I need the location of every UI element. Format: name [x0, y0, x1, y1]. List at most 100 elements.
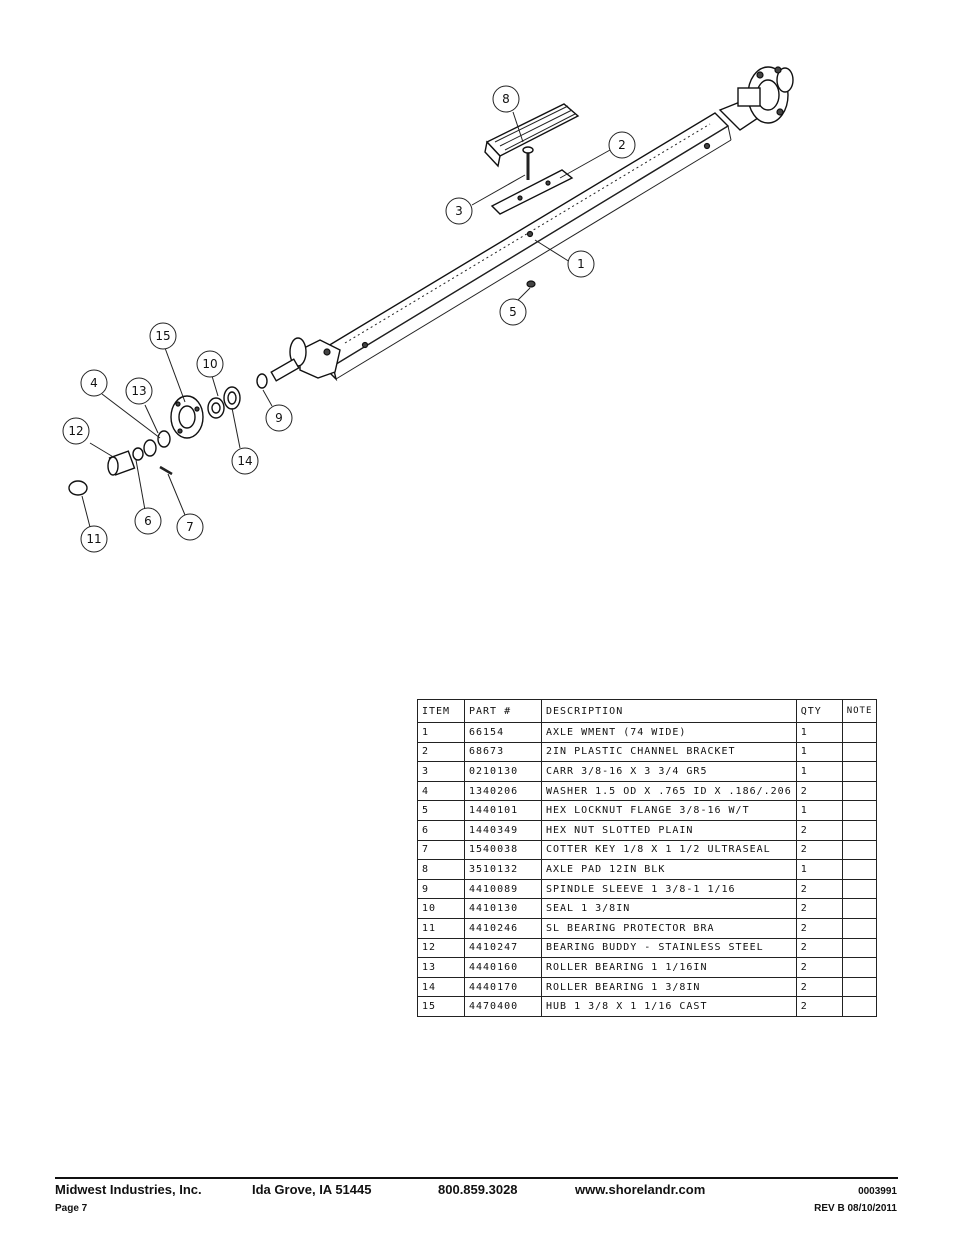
- cell-qty: 2: [795, 780, 843, 802]
- cell-part-number: 1440349: [464, 819, 542, 841]
- axle-tube: [316, 112, 732, 382]
- cell-description: COTTER KEY 1/8 X 1 1/2 ULTRASEAL: [541, 839, 797, 861]
- cell-qty: 2: [795, 819, 843, 841]
- cell-note: [841, 976, 878, 998]
- callout-9: 9: [265, 404, 293, 432]
- cell-note: [841, 898, 878, 919]
- cell-item: 11: [417, 917, 465, 939]
- callout-15: 15: [149, 322, 177, 350]
- callout-11: 11: [80, 525, 108, 553]
- cell-part-number: 0210130: [464, 761, 542, 782]
- channel-bracket: [490, 169, 574, 215]
- cell-description: AXLE PAD 12IN BLK: [541, 859, 797, 880]
- left-hub-parts: [68, 373, 268, 496]
- cell-description: AXLE WMENT (74 WIDE): [541, 722, 797, 743]
- header-description: DESCRIPTION: [541, 699, 797, 723]
- cell-item: 2: [417, 741, 465, 763]
- cell-part-number: 4410130: [464, 898, 542, 919]
- header-note: NOTE: [841, 699, 878, 723]
- cell-part-number: 66154: [464, 722, 542, 743]
- cell-item: 15: [417, 996, 465, 1017]
- right-hub-assembly: [718, 66, 794, 131]
- callout-4: 4: [80, 369, 108, 397]
- cell-note: [841, 819, 878, 841]
- cell-qty: 2: [795, 996, 843, 1017]
- svg-text:3: 3: [455, 204, 463, 218]
- cell-description: 2IN PLASTIC CHANNEL BRACKET: [541, 741, 797, 763]
- footer-location: Ida Grove, IA 51445: [252, 1182, 372, 1197]
- cell-qty: 1: [795, 722, 843, 743]
- header-qty: QTY: [795, 699, 843, 723]
- cell-item: 8: [417, 859, 465, 880]
- leader-lines: [81, 111, 611, 528]
- cell-qty: 2: [795, 878, 843, 900]
- svg-text:12: 12: [68, 424, 83, 438]
- cell-note: [841, 800, 878, 821]
- svg-text:1: 1: [577, 257, 585, 271]
- cell-note: [841, 878, 878, 900]
- cell-part-number: 4410089: [464, 878, 542, 900]
- svg-text:2: 2: [618, 138, 626, 152]
- cell-qty: 1: [795, 741, 843, 763]
- cell-item: 10: [417, 898, 465, 919]
- footer-doc-number: 0003991: [858, 1186, 897, 1197]
- cell-part-number: 4410247: [464, 937, 542, 959]
- cell-description: BEARING BUDDY - STAINLESS STEEL: [541, 937, 797, 959]
- cell-item: 9: [417, 878, 465, 900]
- callout-2: 2: [608, 131, 636, 159]
- cell-description: ROLLER BEARING 1 3/8IN: [541, 976, 797, 998]
- cell-part-number: 4470400: [464, 996, 542, 1017]
- cell-qty: 2: [795, 976, 843, 998]
- cell-description: SEAL 1 3/8IN: [541, 898, 797, 919]
- header-item: ITEM: [417, 699, 465, 723]
- callout-7: 7: [176, 513, 204, 541]
- callout-3: 3: [445, 197, 473, 225]
- cell-description: ROLLER BEARING 1 1/16IN: [541, 957, 797, 978]
- svg-text:13: 13: [131, 384, 146, 398]
- table-header-row: ITEM PART # DESCRIPTION QTY NOTE: [417, 699, 878, 723]
- cell-part-number: 1340206: [464, 780, 542, 802]
- callout-14: 14: [231, 447, 259, 475]
- cell-part-number: 4410246: [464, 917, 542, 939]
- svg-text:6: 6: [144, 514, 152, 528]
- cell-qty: 2: [795, 937, 843, 959]
- footer-page: Page 7: [55, 1203, 88, 1214]
- svg-text:5: 5: [509, 305, 517, 319]
- cell-description: WASHER 1.5 OD X .765 ID X .186/.206: [541, 780, 797, 802]
- svg-text:9: 9: [275, 411, 283, 425]
- carriage-bolt: [522, 146, 534, 180]
- svg-text:15: 15: [155, 329, 170, 343]
- hex-locknut: [526, 280, 536, 288]
- cell-qty: 2: [795, 898, 843, 919]
- cell-qty: 1: [795, 800, 843, 821]
- footer-rule: [55, 1177, 898, 1179]
- svg-text:8: 8: [502, 92, 510, 106]
- exploded-axle-diagram: 8 2 3 1 5 15 10 4 13 12 9 14 6 7 11: [62, 66, 794, 553]
- cell-item: 7: [417, 839, 465, 861]
- cell-part-number: 1540038: [464, 839, 542, 861]
- svg-text:4: 4: [90, 376, 98, 390]
- cell-note: [841, 722, 878, 743]
- left-spindle: [270, 337, 341, 382]
- cell-description: HUB 1 3/8 X 1 1/16 CAST: [541, 996, 797, 1017]
- cell-part-number: 1440101: [464, 800, 542, 821]
- cell-qty: 1: [795, 761, 843, 782]
- footer-revision: REV B 08/10/2011: [814, 1203, 897, 1214]
- cell-note: [841, 839, 878, 861]
- cell-qty: 1: [795, 859, 843, 880]
- cell-item: 5: [417, 800, 465, 821]
- cell-qty: 2: [795, 839, 843, 861]
- cell-description: CARR 3/8-16 X 3 3/4 GR5: [541, 761, 797, 782]
- footer-company: Midwest Industries, Inc.: [55, 1182, 202, 1197]
- footer-phone: 800.859.3028: [438, 1182, 518, 1197]
- cell-item: 6: [417, 819, 465, 841]
